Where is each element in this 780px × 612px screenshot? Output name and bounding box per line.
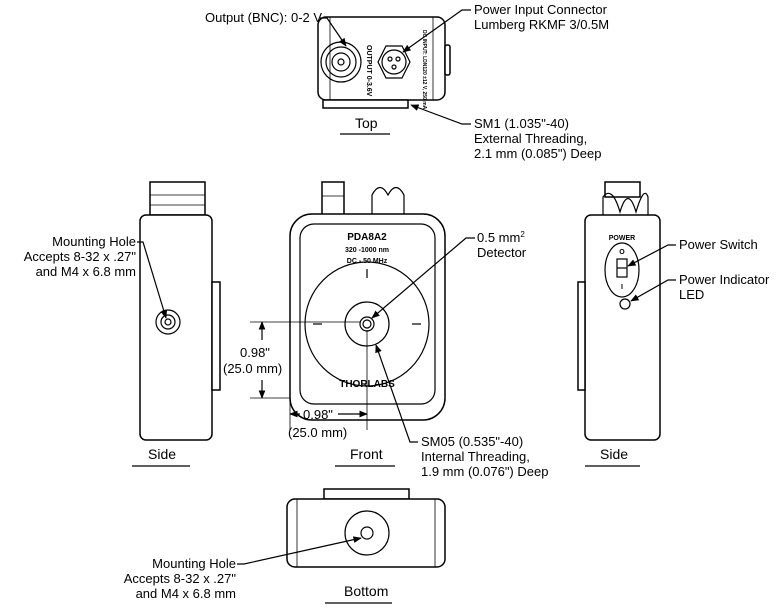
bottom-caption: Bottom <box>344 583 388 599</box>
power-printed-label: POWER <box>609 235 635 242</box>
mounting-hole <box>155 309 181 335</box>
side-mount-label-2: Accepts 8-32 x .27" <box>24 249 137 264</box>
dim-vertical-2: (25.0 mm) <box>223 361 282 376</box>
left-side-caption: Side <box>148 446 176 462</box>
power-led-label-1: Power Indicator <box>679 272 770 287</box>
printed-input-text: DC INPUT: LDN120 ±12 V, 250 mA <box>421 30 427 110</box>
top-caption: Top <box>355 115 378 131</box>
right-side-view: POWER O I Power Switch Power Indicator L… <box>577 181 770 467</box>
power-input-label-2: Lumberg RKMF 3/0.5M <box>474 17 609 32</box>
power-switch-label: Power Switch <box>679 237 758 252</box>
model-name: PDA8A2 <box>347 232 387 243</box>
sm05-label-3: 1.9 mm (0.076") Deep <box>421 464 548 479</box>
bottom-mount-label-2: Accepts 8-32 x .27" <box>124 571 237 586</box>
wavelength-range: 320 -1000 nm <box>345 247 389 254</box>
bottom-mount-label-3: and M4 x 6.8 mm <box>136 586 236 601</box>
power-led-label-2: LED <box>679 287 704 302</box>
dim-horizontal-2: (25.0 mm) <box>288 425 347 440</box>
bnc-side <box>149 181 206 216</box>
sm1-label-2: External Threading, <box>474 131 587 146</box>
right-side-caption: Side <box>600 446 628 462</box>
top-view: OUTPUT 0-3.6V DC INPUT: LDN120 ±12 V, 25… <box>205 2 609 161</box>
switch-off-mark: O <box>619 249 625 256</box>
sm05-label-2: Internal Threading, <box>421 449 530 464</box>
detector-label-1: 0.5 mm2 <box>477 230 525 245</box>
power-led <box>619 298 631 310</box>
sm1-thread-flange <box>322 99 409 109</box>
bottom-housing <box>286 498 446 568</box>
sm05-label-1: SM05 (0.535"-40) <box>421 434 523 449</box>
dim-vertical-1: 0.98" <box>240 345 270 360</box>
left-side-view: Mounting Hole Accepts 8-32 x .27" and M4… <box>24 181 221 467</box>
sm1-label-1: SM1 (1.035"-40) <box>474 116 569 131</box>
detector-label-2: Detector <box>477 245 527 260</box>
side-mount-label-1: Mounting Hole <box>52 234 136 249</box>
output-label: Output (BNC): 0-2 V <box>205 10 322 25</box>
power-input-label-1: Power Input Connector <box>474 2 608 17</box>
front-panel <box>299 223 436 405</box>
front-caption: Front <box>350 446 383 462</box>
dim-horizontal-1: 0.98" <box>303 407 333 422</box>
side-mount-label-3: and M4 x 6.8 mm <box>36 264 136 279</box>
left-housing <box>139 214 213 441</box>
printed-output-text: OUTPUT 0-3.6V <box>365 45 372 97</box>
switch-on-mark: I <box>621 284 623 291</box>
bottom-mounting-hole <box>344 510 390 556</box>
power-input-connector <box>377 45 411 79</box>
sm1-label-3: 2.1 mm (0.085") Deep <box>474 146 601 161</box>
front-view: PDA8A2 320 -1000 nm DC - 50 MHz THORLABS… <box>223 181 548 479</box>
bottom-mount-label-1: Mounting Hole <box>152 556 236 571</box>
power-switch-bezel <box>604 242 640 298</box>
bottom-view: Mounting Hole Accepts 8-32 x .27" and M4… <box>124 488 446 604</box>
